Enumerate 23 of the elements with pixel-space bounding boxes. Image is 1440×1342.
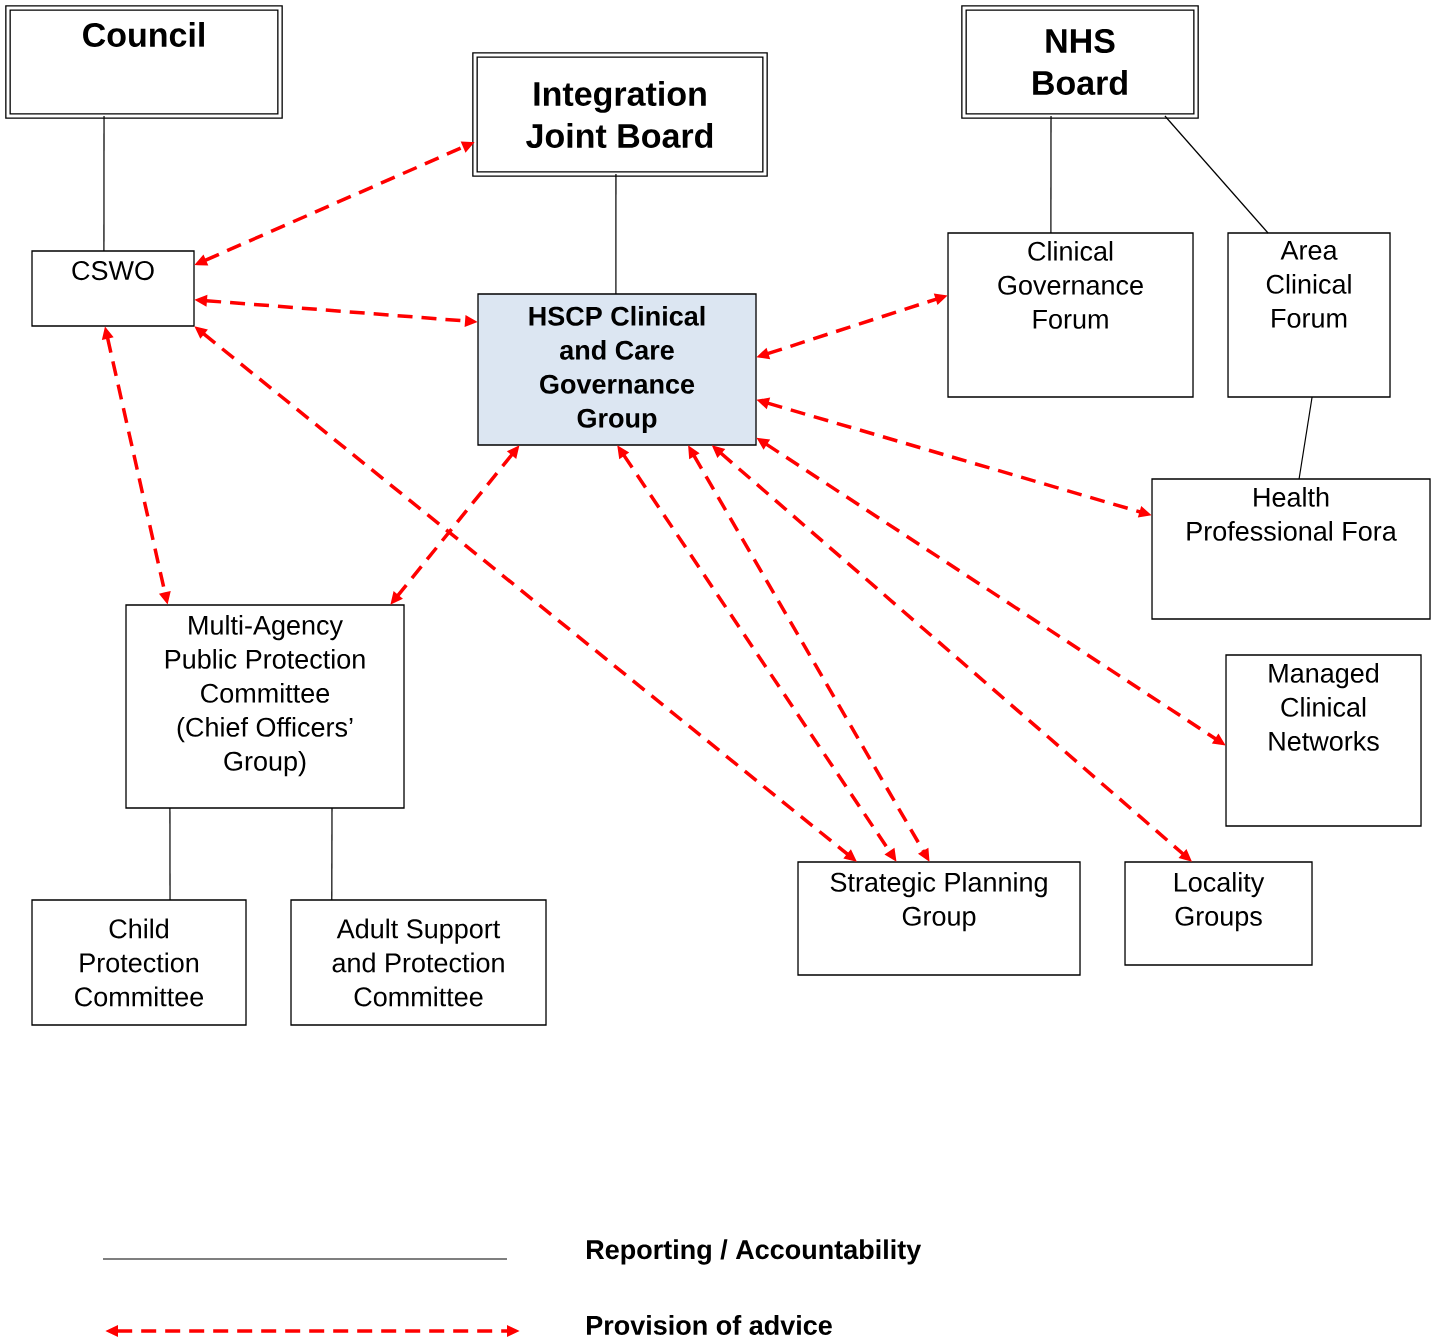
reporting-line (169, 807, 171, 901)
committee-box: Child Protection Committee (31, 899, 247, 1026)
committee-box: Area Clinical Forum (1227, 232, 1391, 398)
committee-box: CSWO (31, 250, 195, 327)
committee-box: Health Professional Fora (1151, 478, 1431, 620)
group-box: HSCP Clinical and Care Governance Group (477, 293, 757, 446)
legend-text: Reporting / Accountability (587, 1239, 922, 1265)
committee-box: Managed Clinical Networks (1225, 654, 1422, 827)
reporting-line (331, 807, 333, 901)
reporting-line (1298, 396, 1313, 480)
committee-box: Clinical Governance Forum (947, 232, 1194, 398)
board-box: Integration Joint Board (472, 52, 768, 177)
board-box: Council (5, 5, 283, 119)
reporting-line (1164, 115, 1269, 234)
committee-box: Strategic Planning Group (797, 861, 1081, 976)
legend-text: Provision of advice (587, 1315, 832, 1335)
reporting-line (615, 173, 617, 295)
reporting-line (103, 115, 105, 252)
reporting-line (1050, 115, 1052, 234)
committee-box: Locality Groups (1124, 861, 1313, 966)
committee-box: Adult Support and Protection Committee (290, 899, 547, 1026)
committee-box: Multi-Agency Public Protection Committee (Chief Officers’ Group) (125, 604, 405, 809)
board-box: NHS Board (961, 5, 1199, 119)
